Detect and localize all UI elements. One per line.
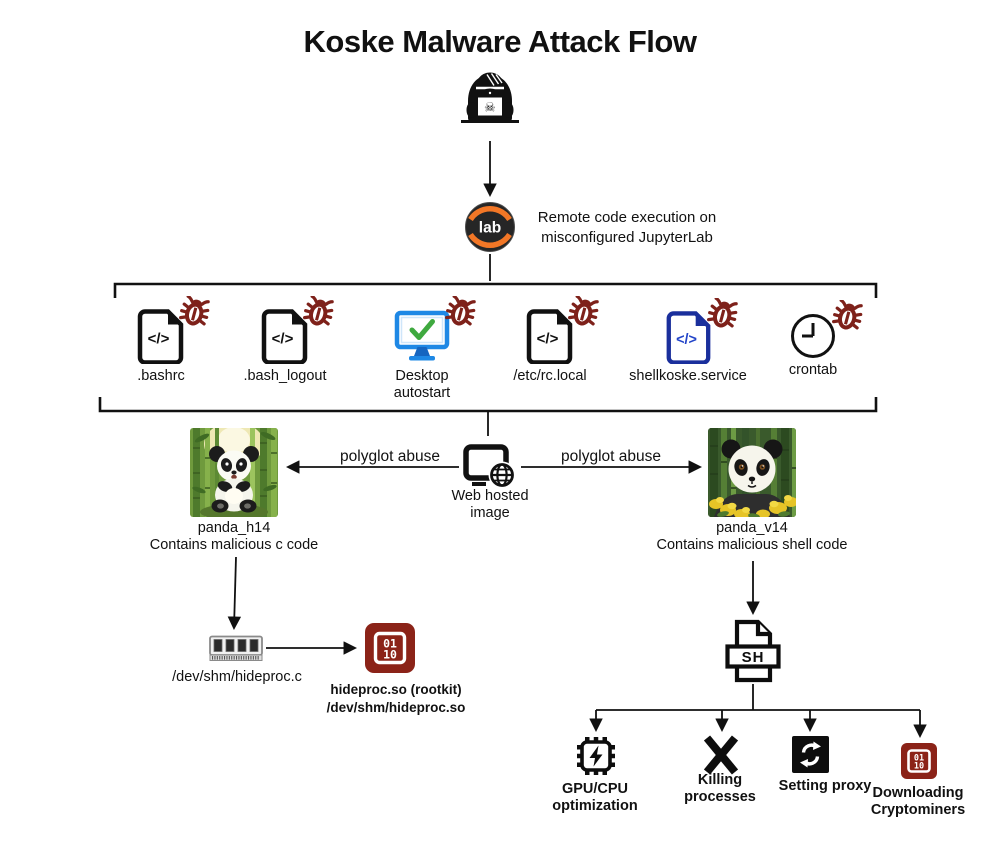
bug-icon	[707, 298, 738, 328]
entry-line2: misconfigured JupyterLab	[541, 228, 713, 246]
persistence-label: .bash_logout	[243, 368, 327, 384]
svg-text:</>: </>	[272, 331, 294, 348]
entry-line1: Remote code execution on	[537, 209, 717, 226]
svg-text:SH: SH	[742, 649, 765, 666]
bug-icon	[303, 296, 334, 326]
svg-text:☠: ☠	[484, 101, 496, 116]
jupyterlab-icon: lab	[465, 202, 515, 252]
panda-h14-name: panda_h14	[197, 520, 271, 536]
bug-icon	[179, 296, 210, 326]
page-title: Koske Malware Attack Flow	[303, 24, 697, 59]
lab-badge-text: lab	[479, 220, 501, 237]
panda-h14-image	[190, 428, 278, 517]
clock-icon	[791, 314, 835, 358]
svg-text:10: 10	[914, 762, 924, 772]
persistence-label: Desktop autostart	[393, 368, 451, 402]
web-hosted-image-label: Web hosted image	[451, 488, 529, 522]
rootkit-binary-icon: 01 10	[365, 623, 415, 673]
sh-file-icon: SH	[725, 619, 781, 683]
action-downloading-cryptominers-label: Downloading Cryptominers	[870, 785, 966, 819]
panda-v14-caption: panda_v14 Contains malicious shell code	[642, 520, 862, 554]
panda-v14-desc: Contains malicious shell code	[656, 537, 848, 554]
polyglot-abuse-label-left: polyglot abuse	[340, 448, 440, 465]
polyglot-abuse-label-right: polyglot abuse	[561, 448, 661, 465]
svg-text:</>: </>	[148, 331, 170, 348]
svg-text:01: 01	[383, 637, 397, 651]
monitor-check-icon	[394, 310, 450, 361]
panda-h14-caption: panda_h14 Contains malicious c code	[124, 520, 344, 554]
svg-text:01: 01	[914, 754, 924, 764]
entry-description: Remote code execution on misconfigured J…	[522, 208, 732, 247]
bug-icon	[832, 300, 863, 330]
ram-memory-icon	[209, 635, 263, 661]
panda-h14-desc: Contains malicious c code	[149, 537, 319, 554]
code-file-icon: </>	[261, 309, 308, 364]
svg-text:</>: </>	[676, 332, 697, 348]
persistence-label: shellkoske.service	[629, 368, 747, 384]
web-hosted-image-icon	[463, 444, 516, 489]
service-file-icon: </>	[666, 311, 711, 364]
action-setting-proxy-label: Setting proxy	[778, 778, 872, 794]
bug-icon	[568, 296, 599, 326]
code-file-icon: </>	[526, 309, 573, 364]
panda-v14-image	[708, 428, 796, 517]
kill-x-icon	[703, 735, 739, 775]
persistence-label: /etc/rc.local	[513, 368, 587, 384]
cpu-chip-icon	[577, 737, 615, 775]
rootkit-result-label: hideproc.so (rootkit) /dev/shm/hideproc.…	[326, 682, 466, 715]
action-gpu-cpu-label: GPU/CPU optimization	[552, 781, 638, 815]
svg-text:</>: </>	[537, 331, 559, 348]
hideproc-c-label: /dev/shm/hideproc.c	[172, 669, 302, 685]
proxy-sync-icon	[792, 736, 829, 773]
action-killing-processes-label: Killing processes	[684, 772, 756, 806]
persistence-label: crontab	[788, 362, 838, 378]
code-file-icon: </>	[137, 309, 184, 364]
cryptominer-binary-icon: 01 10	[901, 743, 937, 779]
persistence-label: .bashrc	[137, 368, 185, 384]
svg-text:10: 10	[383, 648, 397, 662]
bug-icon	[445, 296, 476, 326]
panda-v14-name: panda_v14	[716, 520, 788, 536]
hacker-icon: ☠	[461, 72, 519, 123]
